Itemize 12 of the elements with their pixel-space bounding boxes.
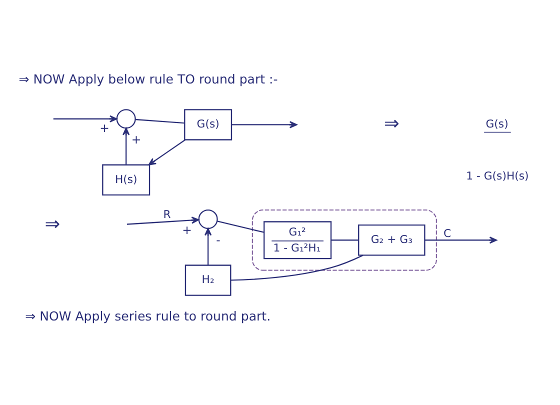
diagram-title: ⇒ NOW Apply below rule TO round part :- (18, 72, 278, 87)
label: G(s) (486, 118, 508, 131)
caption: ⇒ NOW Apply series rule to round part. (25, 308, 271, 324)
label: ⇒ (44, 214, 60, 235)
node-label: + (182, 222, 192, 237)
edge-label: C (443, 227, 452, 240)
label: ⇒ (384, 113, 400, 134)
node-label: + (100, 121, 110, 136)
edge-label: R (163, 208, 171, 221)
node-label: + (131, 132, 142, 146)
label: 1 - G(s)H(s) (466, 169, 529, 182)
node-label: - (216, 232, 220, 247)
